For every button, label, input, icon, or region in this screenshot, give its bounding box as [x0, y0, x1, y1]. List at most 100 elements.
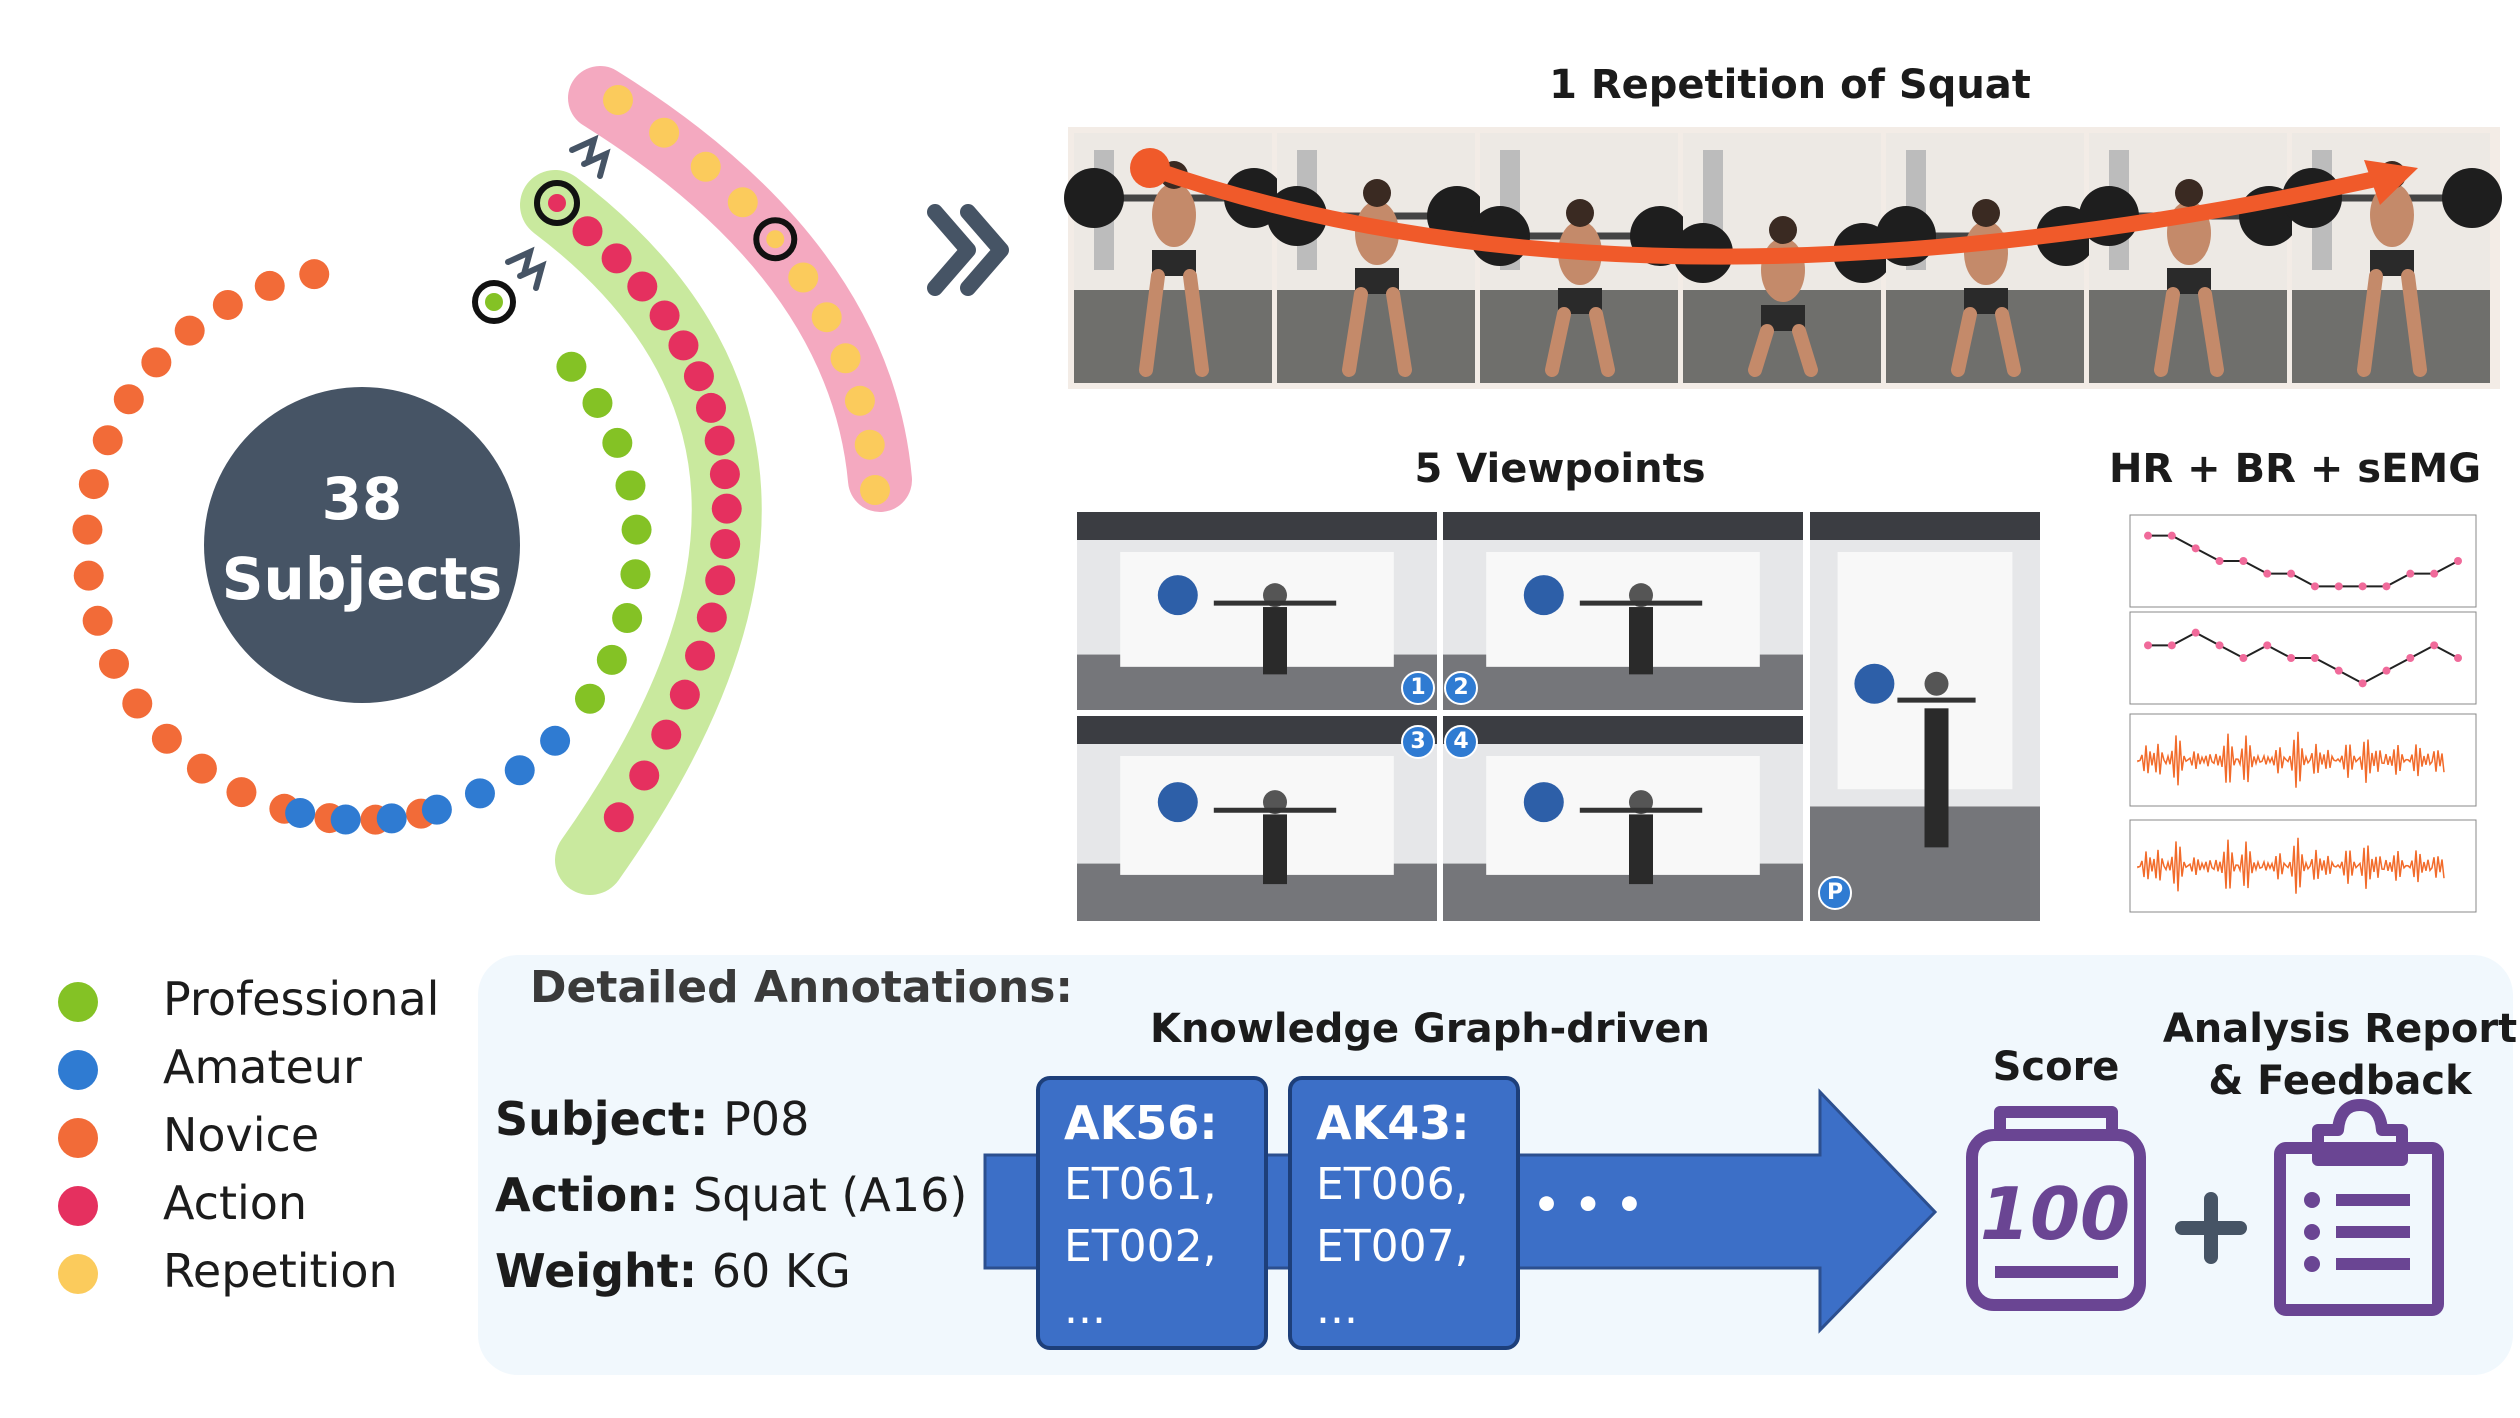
heart-rate-chart-point	[2454, 557, 2462, 565]
subject-marker-core	[485, 293, 503, 311]
kg-box-2-line-3: ...	[1316, 1283, 1358, 1334]
athlete-head	[1566, 199, 1594, 227]
kg-box-2-head: AK43:	[1316, 1096, 1470, 1150]
action-dot	[705, 565, 736, 596]
viewpoint-wall	[1120, 756, 1394, 875]
action-dot	[601, 243, 632, 274]
viewpoint-logo	[1523, 575, 1564, 616]
novice-dot	[151, 723, 182, 754]
repetition-dot	[649, 117, 680, 148]
kg-box-1	[1036, 1076, 1268, 1350]
viewpoint-badge-1: 1	[1401, 671, 1435, 705]
repetition-dot	[854, 429, 885, 460]
novice-dot	[122, 688, 153, 719]
athlete-legs	[1748, 324, 1818, 377]
viewpoint-ceiling	[1810, 512, 2040, 540]
breath-rate-chart-point	[2239, 654, 2248, 662]
annotation-action-value: Squat (A16)	[693, 1168, 968, 1222]
annotation-action: Action: Squat (A16)	[495, 1168, 967, 1222]
annotation-weight-value: 60 KG	[711, 1244, 851, 1298]
professional-dot	[596, 644, 627, 675]
legend-label-professional: Professional	[163, 972, 440, 1026]
report-title-1: Analysis Report	[2162, 1006, 2518, 1052]
repetition-floor	[1074, 290, 1272, 383]
repetition-dot	[844, 385, 875, 416]
heart-rate-chart-point	[2358, 582, 2367, 591]
kg-more: • • •	[1533, 1180, 1643, 1229]
professional-dot	[602, 427, 633, 458]
breath-rate-chart-frame	[2129, 611, 2477, 705]
action-dot	[649, 300, 680, 331]
action-dot	[710, 528, 741, 559]
novice-dot	[98, 648, 129, 679]
breath-rate-chart-point	[2406, 654, 2415, 662]
action-dot	[683, 361, 714, 392]
signal-charts	[2129, 514, 2477, 913]
heart-rate-chart-point	[2191, 544, 2200, 553]
amateur-dot	[464, 778, 495, 809]
action-dot	[629, 760, 660, 791]
legend-dots	[58, 982, 98, 1294]
viewpoint-ceiling	[1077, 716, 1437, 744]
professional-dot	[612, 603, 643, 634]
heart-rate-chart-point	[2239, 557, 2248, 565]
viewpoint-logo	[1854, 663, 1895, 704]
novice-dot	[78, 469, 109, 500]
action-dot	[685, 640, 716, 671]
kg-title: Knowledge Graph-driven	[1149, 1006, 1711, 1052]
annotation-weight-key: Weight:	[495, 1244, 698, 1298]
breath-rate-chart-point	[2454, 654, 2462, 662]
viewpoint-athlete-body	[1629, 814, 1653, 885]
athlete-torso	[1964, 221, 2008, 285]
kg-box-1-line-3: ...	[1064, 1283, 1106, 1334]
athlete-legs	[1139, 269, 1209, 377]
plus-icon	[2175, 1192, 2247, 1264]
viewpoint-wall	[1120, 552, 1394, 667]
repetition-floor	[1683, 290, 1881, 383]
breath-rate-chart-line	[2148, 631, 2459, 685]
subject-dots	[72, 85, 890, 835]
kg-box-1-head: AK56:	[1064, 1096, 1218, 1150]
action-marker-core	[548, 194, 566, 212]
repetition-marker	[753, 217, 798, 262]
repetition-floor	[2089, 290, 2287, 383]
professional-dot	[615, 470, 646, 501]
legend-dot-action	[58, 1186, 98, 1226]
action-marker	[534, 180, 580, 226]
viewpoint-logo	[1523, 782, 1564, 823]
heart-rate-chart-point	[2430, 569, 2439, 578]
novice-dot	[254, 270, 285, 301]
heart-rate-chart-line	[2148, 534, 2459, 588]
novice-dot	[92, 425, 123, 456]
viewpoint-grid	[1077, 512, 2040, 921]
action-dot	[651, 719, 682, 750]
breath-rate-chart-point	[2215, 641, 2224, 650]
viewpoint-wall	[1486, 756, 1760, 875]
annotation-subject-value: P08	[723, 1092, 810, 1146]
legend-dot-repetition	[58, 1254, 98, 1294]
report-title-2: & Feedback	[2208, 1058, 2472, 1104]
viewpoint-badge-3: 3	[1401, 725, 1435, 759]
legend-label-action: Action	[163, 1176, 308, 1230]
annotation-action-key: Action:	[495, 1168, 679, 1222]
double-chevron-icon	[927, 204, 1009, 296]
athlete-head	[2175, 179, 2203, 207]
kg-box-1-line-1: ET061,	[1064, 1159, 1217, 1210]
kg-box-2-line-2: ET007,	[1316, 1221, 1469, 1272]
viewpoint-ceiling	[1443, 716, 1803, 744]
score-title: Score	[1992, 1044, 2120, 1090]
athlete-legs	[1545, 307, 1615, 377]
breath-rate-chart-point	[2358, 679, 2367, 688]
action-dot	[704, 425, 735, 456]
action-dot	[696, 602, 727, 633]
repetition-marker-core	[766, 230, 785, 249]
breath-rate-chart-point	[2310, 654, 2319, 662]
barbell-plate	[1064, 168, 1124, 228]
score-icon	[1966, 1106, 2146, 1311]
viewpoint-logo	[1157, 575, 1198, 616]
heart-rate-chart-point	[2144, 531, 2152, 540]
novice-dot	[113, 384, 144, 415]
viewpoints-title: 5 Viewpoints	[1414, 446, 1706, 492]
breath-rate-chart-point	[2334, 666, 2343, 675]
